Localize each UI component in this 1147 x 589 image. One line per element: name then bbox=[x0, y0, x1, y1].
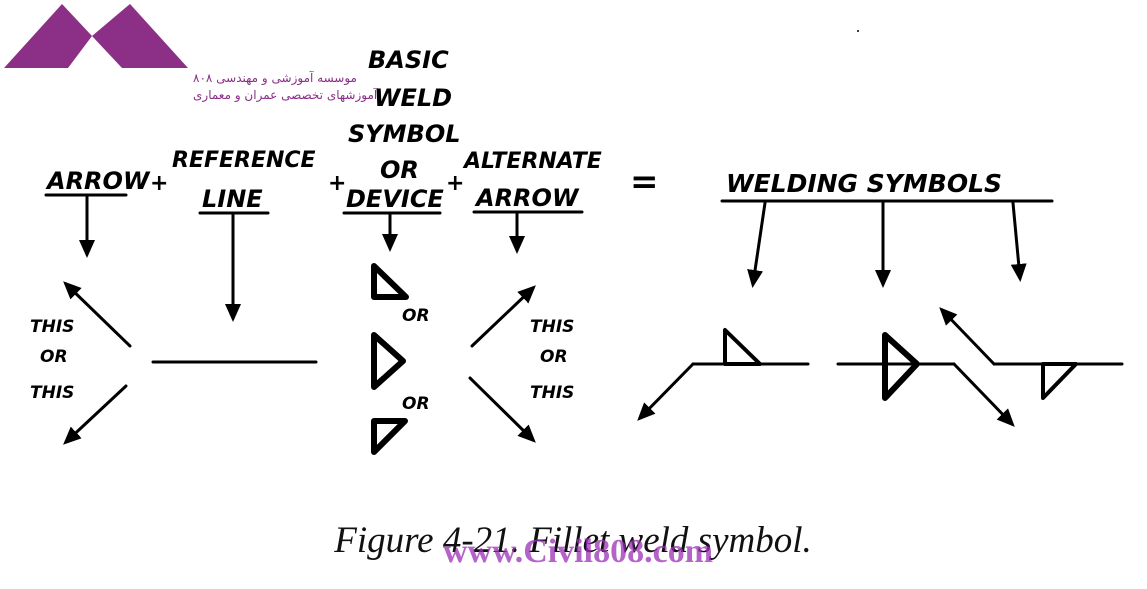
arrow-up-left bbox=[63, 281, 132, 348]
alternate-label-2: ARROW bbox=[474, 184, 580, 212]
welding-pointer-1 bbox=[747, 201, 767, 288]
basic-label-1: BASIC bbox=[368, 46, 449, 74]
arrow-label: ARROW bbox=[45, 167, 151, 195]
welding-symbol-examples bbox=[637, 307, 1124, 427]
welding-pointer-3 bbox=[1010, 201, 1027, 282]
institute-logo: موسسه آموزشی و مهندسی ۸۰۸ آموزشهای تخصصی… bbox=[4, 4, 378, 103]
right-or: OR bbox=[540, 347, 568, 367]
basic-label-2: WELD bbox=[374, 84, 452, 112]
triangle-option-2 bbox=[371, 332, 406, 390]
weld-symbol-options: OR OR bbox=[371, 263, 430, 455]
left-or: OR bbox=[40, 347, 68, 367]
header-labels: ARROW + REFERENCE LINE + BASIC WELD SYMB… bbox=[44, 46, 1054, 215]
device-or-1: OR bbox=[402, 306, 430, 326]
triangle-option-3 bbox=[371, 418, 408, 455]
speck bbox=[857, 30, 859, 32]
equals-sign: = bbox=[630, 162, 659, 202]
basic-label-3: SYMBOL bbox=[348, 120, 461, 148]
arrow-options: THIS OR THIS bbox=[30, 281, 132, 445]
example1-arrow bbox=[637, 362, 695, 421]
alt-arrow-up-right bbox=[470, 285, 536, 348]
plus-2: + bbox=[328, 171, 346, 196]
left-this-2: THIS bbox=[30, 383, 74, 403]
watermark-url: www.Civil808.com bbox=[443, 533, 713, 570]
plus-3: + bbox=[446, 171, 464, 196]
header-pointers bbox=[79, 195, 1027, 322]
right-this-2: THIS bbox=[530, 383, 574, 403]
plus-1: + bbox=[150, 171, 168, 196]
example2-fillet-triangle bbox=[882, 332, 920, 401]
basic-label-4: OR bbox=[380, 156, 419, 184]
reference-label-1: REFERENCE bbox=[172, 148, 316, 173]
logo-right-peak bbox=[92, 4, 188, 68]
reference-label-2: LINE bbox=[202, 185, 263, 213]
figure-caption: Figure 4-21. Fillet weld symbol. bbox=[333, 520, 812, 561]
example3-fillet-triangle bbox=[1041, 362, 1078, 400]
alternate-arrow-options: THIS OR THIS bbox=[468, 285, 574, 443]
example3-arrow bbox=[939, 307, 996, 366]
example2-arrow bbox=[952, 362, 1015, 427]
right-this-1: THIS bbox=[530, 317, 574, 337]
left-this-1: THIS bbox=[30, 317, 74, 337]
device-or-2: OR bbox=[402, 394, 430, 414]
alt-arrow-down-right bbox=[468, 376, 536, 443]
logo-left-peak bbox=[4, 4, 92, 68]
logo-line-2: آموزشهای تخصصی عمران و معماری bbox=[193, 87, 378, 103]
alternate-label-1: ALTERNATE bbox=[462, 149, 602, 174]
basic-label-5: DEVICE bbox=[346, 185, 444, 213]
logo-line-1: موسسه آموزشی و مهندسی ۸۰۸ bbox=[193, 70, 357, 86]
arrow-down-left bbox=[63, 384, 128, 445]
example1-fillet-triangle bbox=[723, 328, 762, 366]
welding-symbols-label: WELDING SYMBOLS bbox=[726, 169, 1002, 198]
triangle-option-1 bbox=[371, 263, 409, 300]
